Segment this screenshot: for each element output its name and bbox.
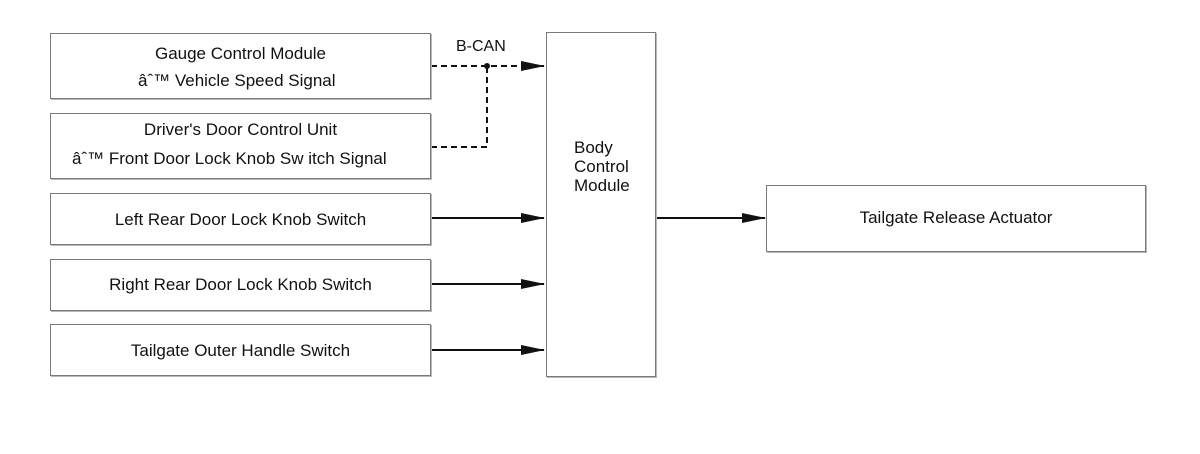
vehicle-speed-signal-label: âˆ™ Vehicle Speed Signal <box>138 71 336 90</box>
right-rear-door-lock-knob-switch-label: Right Rear Door Lock Knob Switch <box>109 275 372 294</box>
gauge-control-module-box: Gauge Control Module âˆ™ Vehicle Speed S… <box>50 33 431 99</box>
tailgate-release-actuator-box: Tailgate Release Actuator <box>766 185 1146 252</box>
bcm-label-line1: Body <box>574 138 613 157</box>
tailgate-release-actuator-label: Tailgate Release Actuator <box>859 208 1053 227</box>
body-control-module-box: Body Control Module <box>546 32 656 377</box>
bcan-junction-dot <box>484 63 490 69</box>
tailgate-outer-handle-switch-box: Tailgate Outer Handle Switch <box>50 324 431 376</box>
bcan-bus-label: B-CAN <box>456 38 506 55</box>
drivers-door-control-unit-box: Driver's Door Control Unit âˆ™ Front Doo… <box>50 113 431 179</box>
driver-door-bcan-line <box>431 66 488 148</box>
bcm-label-line3: Module <box>574 176 630 195</box>
left-rear-door-lock-knob-switch-label: Left Rear Door Lock Knob Switch <box>114 210 367 229</box>
gauge-control-module-title: Gauge Control Module <box>154 44 327 63</box>
front-door-lock-knob-signal-label: âˆ™ Front Door Lock Knob Sw itch Signal <box>72 149 387 168</box>
right-rear-door-lock-knob-switch-box: Right Rear Door Lock Knob Switch <box>50 259 431 311</box>
tailgate-outer-handle-switch-label: Tailgate Outer Handle Switch <box>130 341 351 360</box>
drivers-door-control-unit-title: Driver's Door Control Unit <box>143 120 338 139</box>
left-rear-door-lock-knob-switch-box: Left Rear Door Lock Knob Switch <box>50 193 431 245</box>
bcm-label-line2: Control <box>574 157 629 176</box>
